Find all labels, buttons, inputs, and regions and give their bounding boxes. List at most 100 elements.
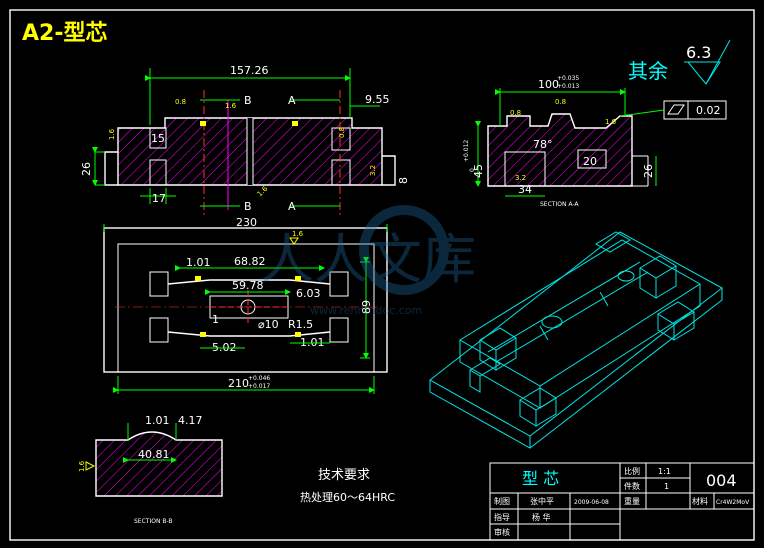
dim-top-bottom-tol-lower: +0.017 [248,383,270,390]
tech-requirements-line1: 热处理60～64HRC [300,491,395,504]
front-right-step [382,155,396,186]
roughness-aa-2: 1.6 [605,118,617,126]
dim-top-height: 89 [360,300,373,314]
roughness-front-0: 0.8 [175,98,186,106]
roughness-top-0: 1.6 [292,230,304,238]
dim-top-circle: ⌀10 [258,318,279,331]
dim-front-top-width: 157.26 [230,64,269,77]
watermark-url: www.renrendoc.com [310,304,422,317]
top-view: 230 1.6 68.82 1.01 59.78 6.03 1 ⌀10 R1.5… [103,216,388,394]
roughness-bb-0: 1.6 [78,460,86,472]
section-label-b-top: B [244,94,252,107]
dim-front-right-small: 8 [397,177,410,184]
tb-qty-label: 件数 [624,481,640,491]
section-aa-pocket-right [577,149,607,169]
dim-front-right-step: 9.55 [365,93,390,106]
tb-scale-label: 比例 [624,466,640,476]
roughness-aa-0: 0.8 [510,109,521,117]
dim-aa-height: 45 [472,164,485,178]
dim-top-inner-b: 59.78 [232,279,264,292]
tb-scale-value: 1:1 [658,467,671,476]
watermark-text: 人人文库 [260,228,476,291]
front-right-pocket [331,159,351,186]
section-aa-pocket-left [504,151,546,187]
tb-weight-label: 重量 [624,496,640,506]
dim-aa-width-tol-lower: +0.013 [557,83,579,90]
front-view-outline [117,117,383,186]
section-label-a-top: A [288,94,296,107]
dim-top-inner-a: 68.82 [234,255,266,268]
roughness-aa-1: 0.8 [555,98,566,106]
front-left-slot [149,127,167,149]
dim-aa-bottom: 34 [518,183,532,196]
tb-material-label: 材料 [692,496,708,506]
section-bb-view: 1.01 4.17 40.81 1.6 SECTION B-B [78,414,223,525]
tb-drawing-no: 004 [706,471,737,490]
section-bb-hatch [96,432,222,496]
front-left-pocket [149,159,167,186]
section-label-a-bottom: A [288,200,296,213]
dim-front-height: 26 [80,162,93,176]
section-label-b-bottom: B [244,200,252,213]
dim-aa-width-tol-upper: +0.035 [557,75,579,82]
dim-bb-width: 40.81 [138,448,170,461]
tb-row-0-date: 2009-06-08 [574,499,609,506]
dim-front-left-width: 17 [152,192,166,205]
front-right-slot [331,127,351,151]
tb-part-name: 型 芯 [522,469,559,488]
roughness-front-5: 1.6 [108,128,116,140]
dim-top-right-b: 6.03 [296,287,321,300]
roughness-front-1: 1.6 [225,102,237,110]
roughness-front-4: 3.2 [369,165,377,176]
dim-top-bottom-width: 210 [228,377,249,390]
top-view-inner [117,243,375,373]
dim-bb-left: 1.01 [145,414,170,427]
dim-bb-right: 4.17 [178,414,203,427]
drawing-title: A2-型芯 [22,21,107,46]
dim-top-small-1: 1 [212,313,219,326]
tb-row-2-label: 审核 [494,527,510,537]
surface-note-label: 其余 [628,59,668,83]
front-view: 157.26 B A B A 9.55 26 17 15 8 0.8 1.6 0… [80,64,410,215]
tb-qty-value: 1 [664,482,669,491]
tb-row-0-name: 张中平 [530,496,554,506]
dim-top-left-small: 1.01 [186,256,211,269]
section-aa-outline [487,113,633,187]
tb-row-1-name: 杨 华 [532,512,551,522]
tech-requirements-heading: 技术要求 [318,468,370,483]
dim-top-bottom-tol-upper: +0.046 [248,375,270,382]
tb-material-value: Cr4W2MoV [716,499,750,506]
dim-aa-height-tol-upper: +0.012 [463,140,470,162]
surface-roughness-note: 其余 6.3 [628,39,731,85]
dim-top-radius: R1.5 [288,318,313,331]
flatness-value: 0.02 [696,104,721,117]
dim-aa-right: 20 [583,155,597,168]
dim-aa-width: 100 [538,78,559,91]
dim-aa-right-height: 26 [642,164,655,178]
watermark: 人人文库 www.renrendoc.com [260,205,476,317]
section-bb-label: SECTION B-B [134,518,173,525]
dim-top-width: 230 [236,216,257,229]
surface-note-value: 6.3 [686,43,711,62]
iso-base-front [429,380,531,449]
roughness-front-2: 0.8 [338,127,346,138]
front-left-step [104,151,118,186]
iso-base-right [529,288,723,449]
top-view-channel [167,279,331,337]
roughness-aa-3: 3.2 [515,174,526,182]
drawing-frame [9,9,755,541]
iso-core-rod [487,261,649,363]
section-aa-view: 100 +0.035 +0.013 0.02 45 +0.012 0 78° 2… [463,75,727,208]
roughness-front-3: 1.6 [256,184,270,198]
dim-aa-height-tol-lower: 0 [469,168,476,172]
isometric-view [429,231,723,449]
section-bb-outline [95,431,223,497]
tb-row-0-label: 制图 [494,496,510,506]
title-block: 型 芯 比例 1:1 件数 1 重量 004 材料 Cr4W2MoV 制图 张中… [489,462,755,541]
section-aa-label: SECTION A-A [540,201,579,208]
dim-aa-angle: 78° [533,138,553,151]
dim-front-left-step: 15 [151,132,165,145]
flatness-symbol [667,104,685,115]
tb-row-1-label: 指导 [494,512,510,522]
